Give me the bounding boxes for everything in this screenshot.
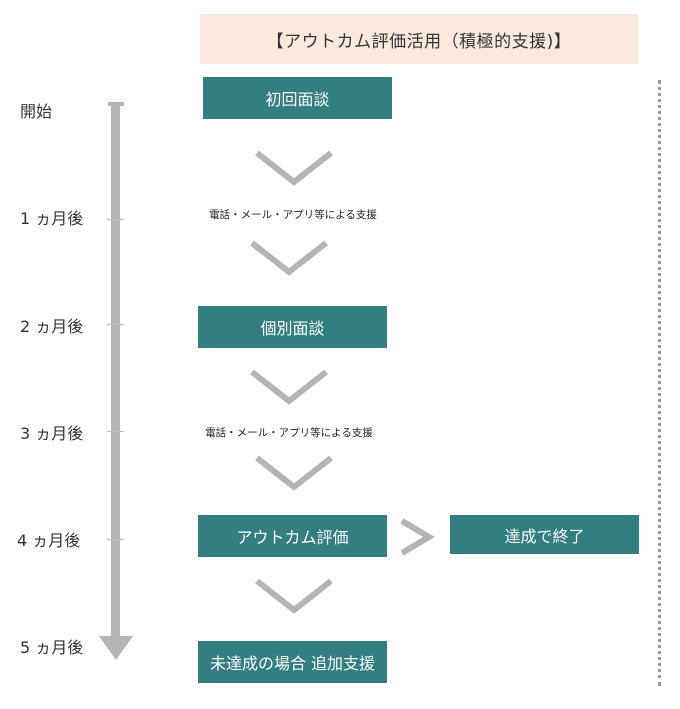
chevron-down-icon [255, 578, 333, 614]
time-label-start: 開始 [20, 102, 53, 121]
timeline-tick-1 [107, 219, 124, 220]
time-label-month-3: 3 ヵ月後 [20, 424, 84, 443]
step-initial-interview: 初回面談 [203, 77, 392, 119]
support-text-1: 電話・メール・アプリ等による支援 [209, 209, 377, 221]
time-label-month-2: 2 ヵ月後 [20, 317, 84, 336]
timeline-tick-2 [107, 324, 124, 325]
diagram-title: 【アウトカム評価活用（積極的支援)】 [200, 14, 638, 64]
chevron-down-icon [255, 150, 333, 186]
time-label-month-4: 4 ヵ月後 [17, 531, 81, 550]
chevron-down-icon [250, 369, 328, 405]
chevron-down-icon [250, 240, 328, 276]
timeline-bar [111, 104, 120, 638]
timeline-tick-3 [107, 431, 124, 432]
dotted-divider [658, 80, 661, 686]
step-outcome-evaluation: アウトカム評価 [198, 515, 387, 557]
chevron-down-icon [255, 455, 333, 491]
time-label-month-5: 5 ヵ月後 [20, 638, 84, 657]
time-label-month-1: 1 ヵ月後 [20, 209, 84, 228]
support-text-2: 電話・メール・アプリ等による支援 [205, 427, 373, 439]
step-achieved-end: 達成で終了 [450, 515, 639, 554]
timeline-arrowhead [99, 636, 133, 660]
chevron-right-icon [400, 518, 435, 556]
step-additional-support: 未達成の場合 追加支援 [198, 641, 387, 683]
timeline-tick-4 [107, 539, 124, 540]
step-individual-interview: 個別面談 [198, 306, 387, 348]
